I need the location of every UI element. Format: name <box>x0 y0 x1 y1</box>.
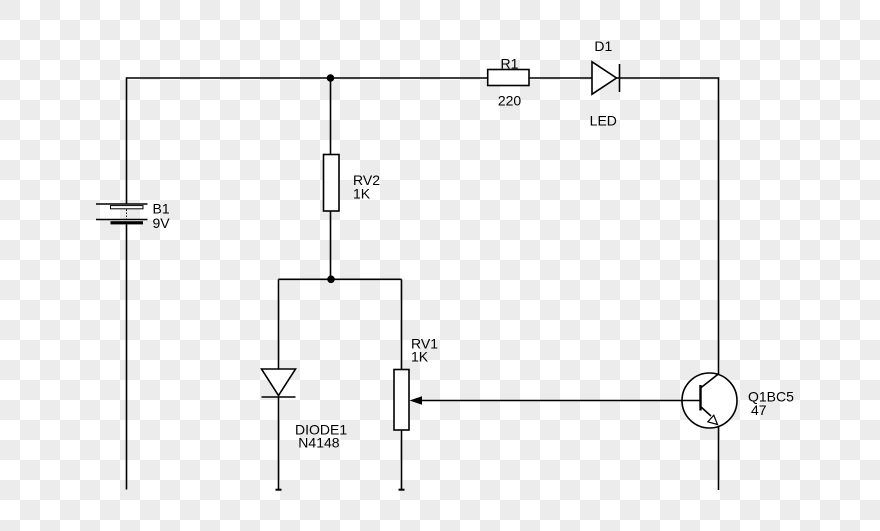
battery-value-label: 9V <box>153 215 171 231</box>
transistor-q1[interactable]: Q1BC5 47 <box>417 372 794 429</box>
battery-symbol <box>96 203 148 225</box>
resistor-r1[interactable]: R1 220 <box>486 55 530 108</box>
r1-ref-label: R1 <box>501 55 519 71</box>
led-d1[interactable]: D1 LED <box>590 38 621 129</box>
diode-ref-label: DIODE1 <box>295 421 347 437</box>
r1-value-label: 220 <box>498 92 522 108</box>
diode-diode1[interactable]: DIODE1 N4148 <box>260 368 348 450</box>
wire-top-rail <box>125 77 720 376</box>
led-symbol <box>591 60 621 96</box>
resistor-symbol <box>322 153 340 212</box>
emitter-arrow-icon <box>706 414 719 426</box>
wires <box>125 77 720 491</box>
npn-transistor-symbol <box>417 372 738 429</box>
transistor-value-label: 47 <box>751 402 767 418</box>
d1-value-label: LED <box>590 113 617 129</box>
junction-dot <box>327 275 335 284</box>
potentiometer-rv1[interactable]: RV1 1K <box>393 335 438 431</box>
wiper-arrow-icon <box>409 396 422 405</box>
resistor-symbol <box>486 68 530 87</box>
rv2-value-label: 1K <box>353 186 371 202</box>
battery-ref-label: B1 <box>153 201 170 217</box>
resistor-symbol <box>393 368 410 431</box>
rv2-ref-label: RV2 <box>353 172 380 188</box>
battery-b1[interactable]: B1 9V <box>96 201 170 232</box>
junction-dot <box>326 74 335 82</box>
rv1-value-label: 1K <box>411 349 429 365</box>
d1-ref-label: D1 <box>594 38 612 54</box>
diode-symbol <box>260 368 297 398</box>
diode-value-label: N4148 <box>298 434 339 450</box>
transistor-ref-label: Q1BC5 <box>748 389 794 405</box>
rv1-ref-label: RV1 <box>411 335 438 351</box>
potentiometer-rv2[interactable]: RV2 1K <box>322 153 381 212</box>
